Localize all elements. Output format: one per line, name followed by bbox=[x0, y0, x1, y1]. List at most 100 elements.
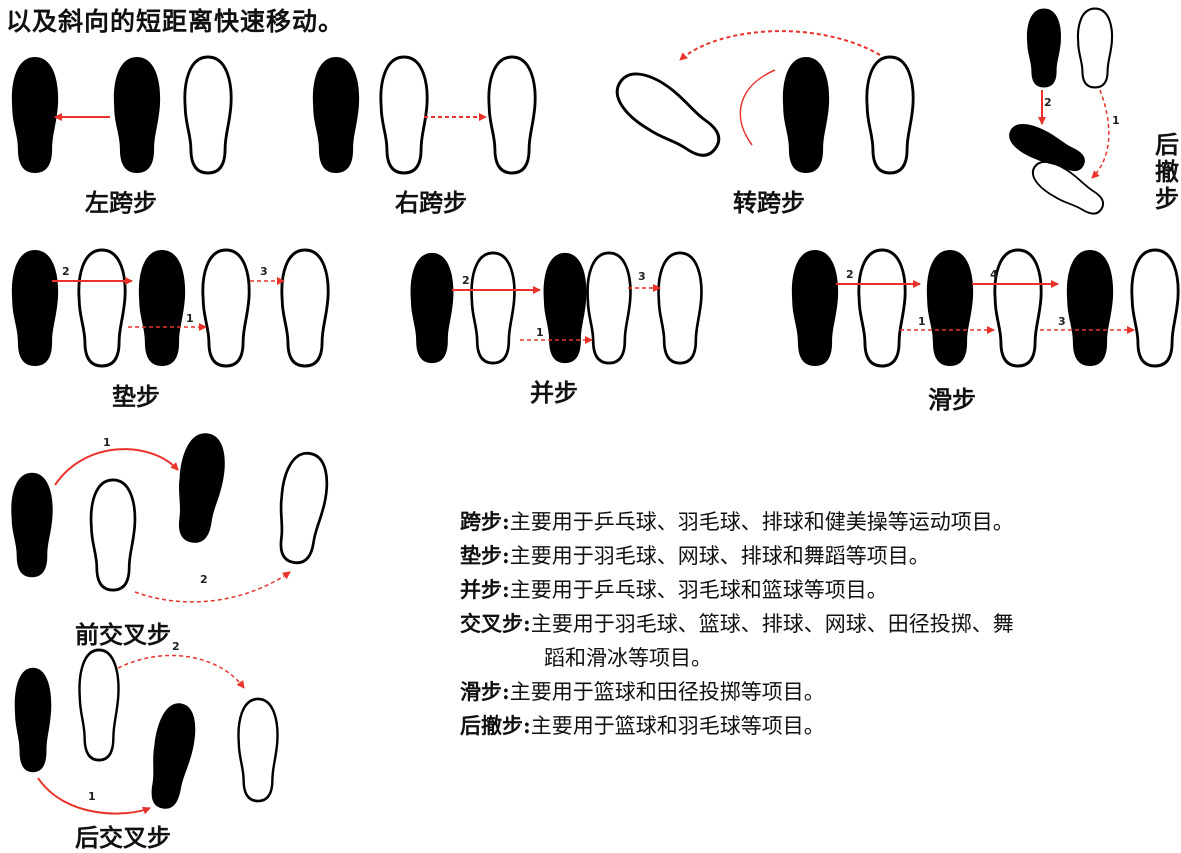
foot-dark bbox=[1066, 250, 1114, 366]
slide-step-figure: 2 1 4 3 bbox=[791, 248, 1180, 368]
turn-arc bbox=[739, 69, 776, 146]
foot-outline bbox=[201, 248, 251, 368]
caption-turn-step: 转跨步 bbox=[733, 189, 805, 217]
description-term: 垫步: bbox=[460, 543, 510, 568]
foot-outline bbox=[271, 448, 333, 568]
foot-outline bbox=[470, 251, 516, 365]
close-step-figure: 2 1 3 bbox=[410, 251, 703, 365]
step-number: 2 bbox=[200, 573, 208, 586]
description-text: 主要用于羽毛球、网球、排球和舞蹈等项目。 bbox=[509, 544, 930, 568]
foot-dark bbox=[11, 57, 59, 173]
foot-outline bbox=[657, 251, 703, 365]
description-line: 垫步:主要用于羽毛球、网球、排球和舞蹈等项目。 bbox=[460, 539, 1180, 573]
foot-dark bbox=[1026, 8, 1062, 88]
caption-slide-step: 滑步 bbox=[928, 386, 976, 414]
description-text: 主要用于乒乓球、羽毛球、排球和健美操等运动项目。 bbox=[509, 510, 1014, 534]
right-step-figure bbox=[312, 55, 537, 175]
back-cross-step-figure: 2 1 bbox=[14, 640, 279, 815]
move-arrow bbox=[37, 777, 151, 815]
step-number: 1 bbox=[88, 790, 96, 803]
intro-text: 以及斜向的短距离快速移动。 bbox=[6, 7, 345, 36]
foot-dark bbox=[926, 250, 974, 366]
step-number: 1 bbox=[186, 312, 194, 325]
foot-outline bbox=[605, 61, 731, 169]
caption-left-step: 左跨步 bbox=[85, 189, 157, 217]
description-text: 蹈和滑冰等项目。 bbox=[544, 646, 712, 670]
foot-outline bbox=[280, 248, 330, 368]
move-arrow bbox=[117, 654, 245, 689]
foot-dark bbox=[791, 250, 839, 366]
foot-outline bbox=[865, 55, 915, 175]
description-term: 交叉步: bbox=[460, 611, 531, 636]
turn-arrow bbox=[679, 30, 881, 61]
foot-dark bbox=[312, 57, 360, 173]
step-number: 2 bbox=[846, 268, 854, 281]
caption-pad-step: 垫步 bbox=[112, 383, 160, 411]
foot-dark bbox=[113, 57, 161, 173]
description-line: 后撤步:主要用于篮球和羽毛球等项目。 bbox=[460, 709, 1180, 743]
description-line: 蹈和滑冰等项目。 bbox=[460, 641, 1180, 675]
step-number: 2 bbox=[62, 265, 70, 278]
caption-right-step: 右跨步 bbox=[395, 189, 467, 217]
step-number: 1 bbox=[536, 326, 544, 339]
foot-dark bbox=[1003, 117, 1091, 179]
foot-dark bbox=[138, 250, 186, 366]
description-text: 主要用于篮球和田径投掷等项目。 bbox=[509, 680, 825, 704]
left-step-figure bbox=[11, 55, 233, 175]
caption-front-cross-step: 前交叉步 bbox=[75, 621, 171, 649]
back-step-figure: 2 1 bbox=[1003, 7, 1120, 223]
foot-dark bbox=[170, 430, 230, 546]
step-number: 3 bbox=[260, 265, 268, 278]
usage-descriptions: 跨步:主要用于乒乓球、羽毛球、排球和健美操等运动项目。 垫步:主要用于羽毛球、网… bbox=[460, 505, 1180, 743]
step-number: 1 bbox=[1112, 114, 1120, 127]
step-number: 2 bbox=[172, 640, 180, 653]
foot-outline bbox=[586, 251, 632, 365]
description-line: 跨步:主要用于乒乓球、羽毛球、排球和健美操等运动项目。 bbox=[460, 505, 1180, 539]
caption-back-cross-step: 后交叉步 bbox=[75, 824, 171, 852]
foot-dark bbox=[782, 57, 830, 173]
caption-back-step: 后撤步 bbox=[1155, 131, 1179, 213]
foot-outline bbox=[993, 248, 1043, 368]
description-text: 主要用于羽毛球、篮球、排球、网球、田径投掷、舞 bbox=[530, 612, 1014, 636]
step-number: 1 bbox=[103, 436, 111, 449]
foot-dark bbox=[143, 700, 201, 812]
description-line: 并步:主要用于乒乓球、羽毛球和篮球等项目。 bbox=[460, 573, 1180, 607]
foot-dark bbox=[11, 472, 53, 578]
foot-outline bbox=[183, 55, 233, 175]
description-term: 并步: bbox=[460, 577, 510, 602]
foot-dark bbox=[410, 252, 454, 364]
foot-outline bbox=[487, 55, 537, 175]
step-number: 3 bbox=[1058, 315, 1066, 328]
step-number: 3 bbox=[638, 270, 646, 283]
turn-step-figure bbox=[605, 30, 915, 175]
foot-outline bbox=[379, 55, 429, 175]
description-term: 滑步: bbox=[460, 679, 510, 704]
foot-outline bbox=[89, 478, 137, 592]
foot-outline bbox=[237, 697, 279, 803]
move-arrow bbox=[54, 448, 179, 486]
front-cross-step-figure: 1 2 bbox=[11, 430, 333, 603]
step-number: 2 bbox=[462, 274, 470, 287]
step-number: 4 bbox=[990, 268, 998, 281]
foot-outline bbox=[857, 248, 907, 368]
step-number: 1 bbox=[918, 315, 926, 328]
foot-outline bbox=[77, 248, 127, 368]
description-text: 主要用于乒乓球、羽毛球和篮球等项目。 bbox=[509, 578, 888, 602]
caption-close-step: 并步 bbox=[530, 379, 578, 407]
description-line: 交叉步:主要用于羽毛球、篮球、排球、网球、田径投掷、舞 bbox=[460, 607, 1180, 641]
foot-outline bbox=[1076, 7, 1114, 89]
foot-outline bbox=[78, 648, 120, 762]
foot-dark bbox=[543, 252, 587, 364]
step-number: 2 bbox=[1044, 96, 1052, 109]
foot-dark bbox=[11, 250, 59, 366]
move-arrow bbox=[134, 571, 291, 603]
description-line: 滑步:主要用于篮球和田径投掷等项目。 bbox=[460, 675, 1180, 709]
description-term: 跨步: bbox=[460, 509, 510, 534]
foot-outline bbox=[1130, 248, 1180, 368]
description-term: 后撤步: bbox=[460, 713, 531, 738]
description-text: 主要用于篮球和羽毛球等项目。 bbox=[530, 714, 825, 738]
move-arrow bbox=[1091, 89, 1110, 179]
foot-dark bbox=[14, 667, 52, 773]
